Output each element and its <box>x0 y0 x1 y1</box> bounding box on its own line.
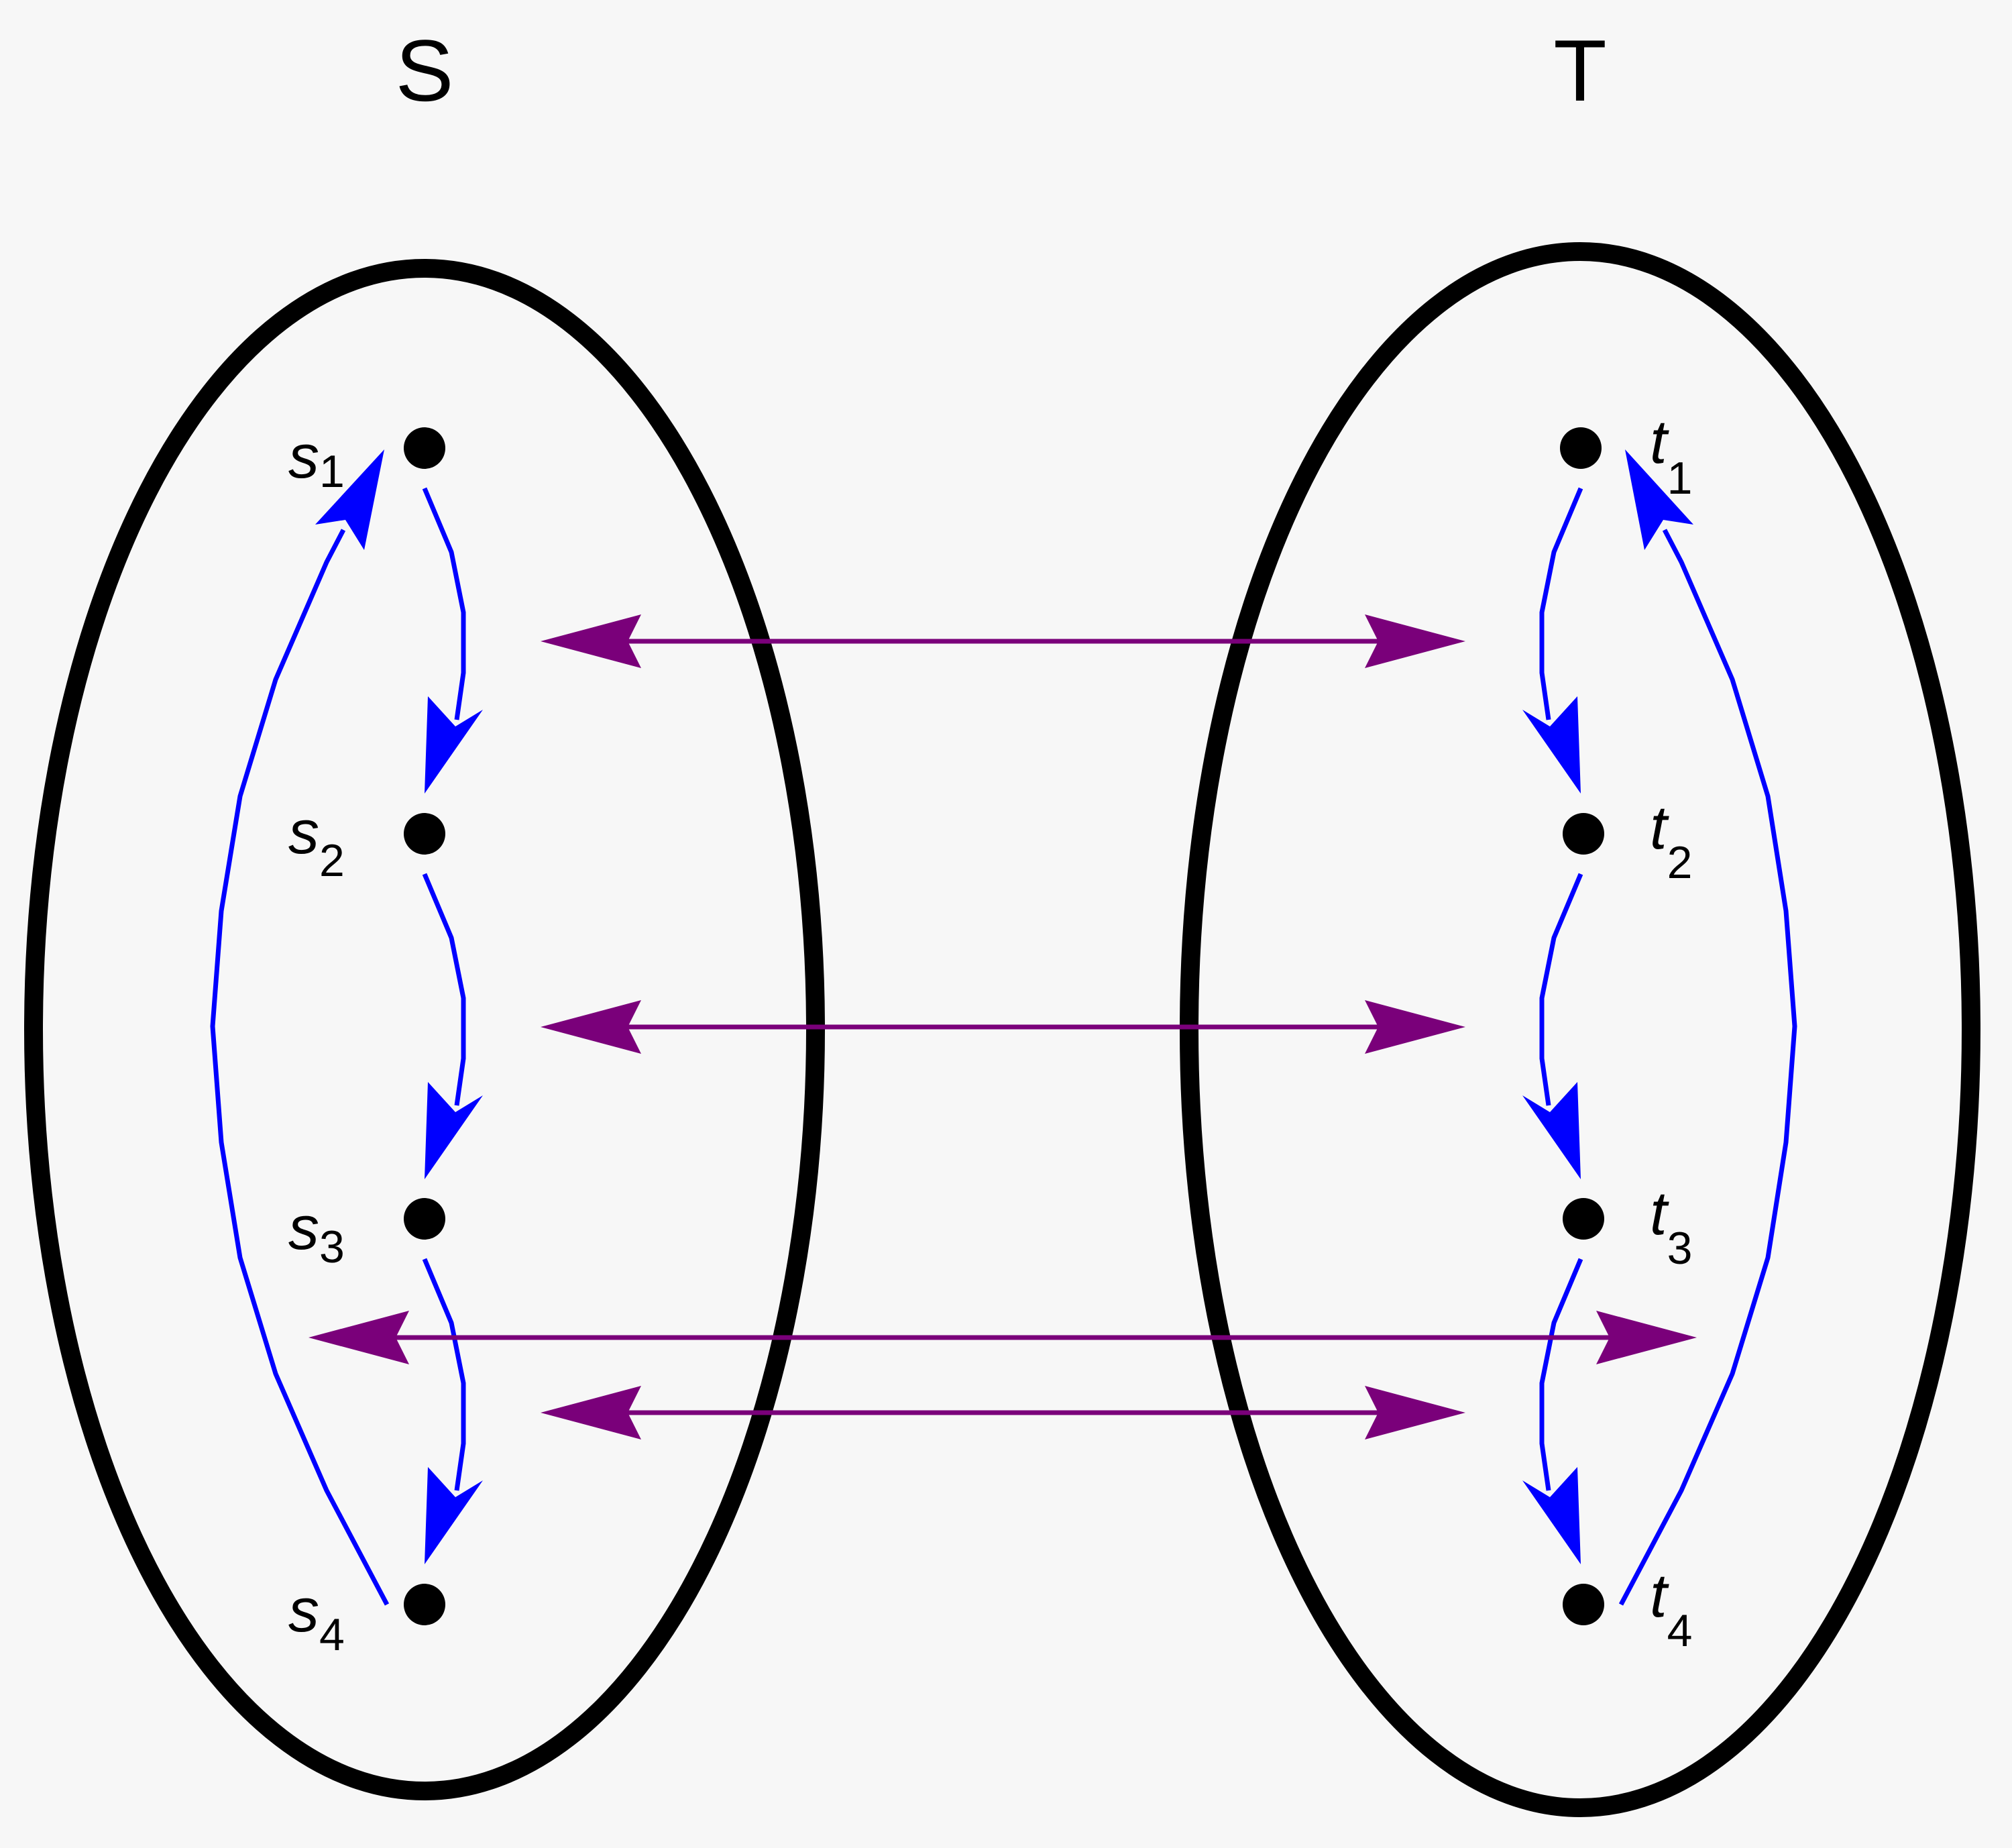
element-label-s1: s1 <box>288 423 345 497</box>
correspondence-arrow-3-head-right <box>1596 1311 1697 1364</box>
element-label-t2: t2 <box>1650 794 1692 888</box>
set-title-t: T <box>1553 21 1606 119</box>
cycle-arrows <box>210 449 1797 1606</box>
cycle-arrow-t3-t4-head <box>1522 1467 1581 1564</box>
element-point-s2 <box>404 813 445 855</box>
cycle-arrow-s4-s1-head <box>315 449 384 550</box>
element-point-s1 <box>404 427 445 469</box>
element-label-t3: t3 <box>1650 1179 1692 1274</box>
correspondence-arrows <box>309 614 1697 1439</box>
cycle-arrow-s3-s4-head <box>425 1467 483 1564</box>
element-label-s4: s4 <box>288 1576 345 1660</box>
element-points <box>404 427 1604 1625</box>
element-label-t1: t1 <box>1650 408 1692 504</box>
set-title-s: S <box>396 21 454 119</box>
element-point-t2 <box>1563 813 1604 855</box>
correspondence-arrow-2-head-left <box>541 1000 641 1054</box>
element-label-s2: s2 <box>288 798 345 886</box>
correspondence-arrow-1-head-left <box>541 614 641 668</box>
cycle-arrow-s2-s3-shaft <box>422 873 466 1106</box>
set-s-ellipse <box>24 259 825 1800</box>
cycle-arrow-t3-t4-shaft <box>1539 1258 1583 1491</box>
element-point-t1 <box>1560 427 1602 469</box>
cycle-arrow-t1-t2-head <box>1522 696 1581 794</box>
cycle-arrow-s2-s3-head <box>425 1082 483 1179</box>
cycle-arrow-t4-t1-shaft <box>1618 529 1797 1606</box>
cycle-arrow-t4-t1-head <box>1625 449 1693 550</box>
element-label-t4: t4 <box>1650 1562 1692 1656</box>
cycle-arrow-t2-t3-head <box>1522 1082 1581 1179</box>
element-point-t4 <box>1563 1584 1604 1625</box>
cycle-arrow-s1-s2-head <box>425 696 483 794</box>
cycle-arrow-t2-t3-shaft <box>1539 873 1583 1106</box>
cycle-arrow-s3-s4-shaft <box>422 1258 466 1491</box>
correspondence-arrow-3-head-left <box>309 1311 409 1364</box>
cycle-arrow-t1-t2-shaft <box>1539 487 1583 720</box>
cycle-arrow-s4-s1-shaft <box>210 529 390 1606</box>
element-point-t3 <box>1563 1198 1604 1240</box>
cycle-arrow-s1-s2-shaft <box>422 487 466 720</box>
element-point-s3 <box>404 1198 445 1240</box>
element-label-s3: s3 <box>288 1194 345 1272</box>
set-t-ellipse <box>1180 242 1980 1817</box>
element-point-s4 <box>404 1584 445 1625</box>
correspondence-arrow-4-head-left <box>541 1386 641 1439</box>
correspondence-arrow-2-head-right <box>1365 1000 1465 1054</box>
correspondence-arrow-4-head-right <box>1365 1386 1465 1439</box>
correspondence-arrow-1-head-right <box>1365 614 1465 668</box>
